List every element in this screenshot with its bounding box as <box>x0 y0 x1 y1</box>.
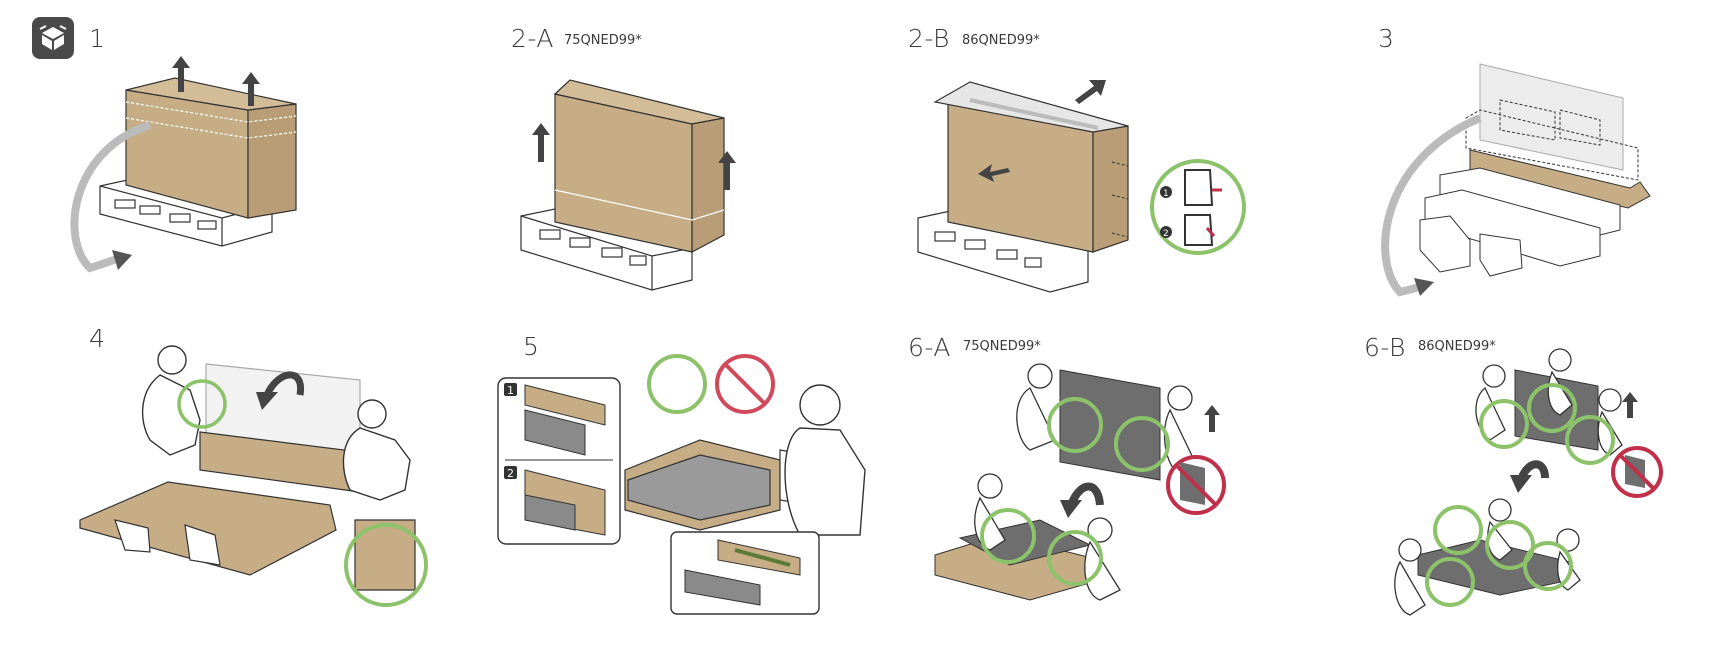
step-number-6b: 6-B <box>1364 333 1406 362</box>
step-number-2b: 2-B <box>908 24 950 53</box>
flip-arrow-icon <box>1381 114 1482 297</box>
inset-marker-1: 1 <box>507 384 514 397</box>
unboxing-logo-icon <box>32 17 74 59</box>
foam-base <box>520 207 693 291</box>
prohibited-icon <box>1611 446 1663 498</box>
ok-circle-icon <box>1485 520 1535 570</box>
ok-circle-icon <box>1114 416 1170 472</box>
prohibited-icon <box>1166 455 1226 515</box>
step-number-4: 4 <box>89 324 106 353</box>
ok-circle-icon: 1 2 <box>1150 159 1246 255</box>
step-number-2a: 2-A <box>511 24 554 53</box>
cardboard-sleeve <box>553 79 725 253</box>
svg-text:2: 2 <box>1163 229 1169 239</box>
inset-panel-left: 1 2 <box>497 377 621 545</box>
step-6b-illustration <box>1394 348 1663 616</box>
inset-marker-2: 2 <box>507 467 514 480</box>
lift-arrow-icon <box>1622 392 1638 418</box>
lift-arrow-icon <box>1204 405 1220 432</box>
slide-arrow-icon <box>978 80 1129 238</box>
ok-circle-icon <box>1565 415 1615 465</box>
ok-circle-icon <box>1479 399 1529 449</box>
step-number-6a: 6-A <box>908 333 951 362</box>
step-2a-illustration <box>520 79 736 291</box>
ok-circle-icon <box>1433 505 1483 555</box>
step-2b-illustration: 1 2 <box>917 80 1246 293</box>
ok-circle-icon <box>1523 541 1573 591</box>
step-6a-illustration <box>934 363 1226 601</box>
ok-circle-icon <box>1527 383 1577 433</box>
person-figure-icon <box>1394 348 1623 616</box>
step-5-illustration: 1 2 <box>497 354 866 615</box>
cardboard-box <box>933 81 1129 253</box>
flip-arrow-icon <box>256 371 304 410</box>
inset-panel-right <box>670 531 820 615</box>
person-figure-icon <box>141 345 411 501</box>
ok-circle-icon <box>177 379 227 429</box>
step-number-3: 3 <box>1378 24 1395 53</box>
step-number-5: 5 <box>523 332 540 361</box>
prohibited-icon <box>715 354 775 414</box>
step-model-6b: 86QNED99* <box>1418 339 1496 354</box>
ok-circle-icon <box>1425 557 1475 607</box>
step-4-illustration <box>79 345 428 607</box>
lift-arrow-icon <box>172 56 260 106</box>
lift-arrow-icon <box>532 123 736 190</box>
flip-arrow-icon <box>70 121 152 273</box>
ok-circle-icon <box>344 523 428 607</box>
ok-circle-icon <box>1047 530 1103 586</box>
step-number-1: 1 <box>89 24 106 53</box>
person-figure-icon <box>784 384 866 536</box>
step-3-illustration <box>1381 63 1651 297</box>
step-model-6a: 75QNED99* <box>963 339 1041 354</box>
ok-circle-icon <box>1047 397 1103 453</box>
svg-text:1: 1 <box>1163 189 1169 199</box>
ok-circle-icon <box>980 508 1036 564</box>
step-model-2a: 75QNED99* <box>564 33 642 48</box>
step-1-illustration <box>70 56 297 273</box>
cardboard-box <box>125 77 297 219</box>
ok-circle-icon <box>647 354 707 414</box>
step-model-2b: 86QNED99* <box>962 33 1040 48</box>
